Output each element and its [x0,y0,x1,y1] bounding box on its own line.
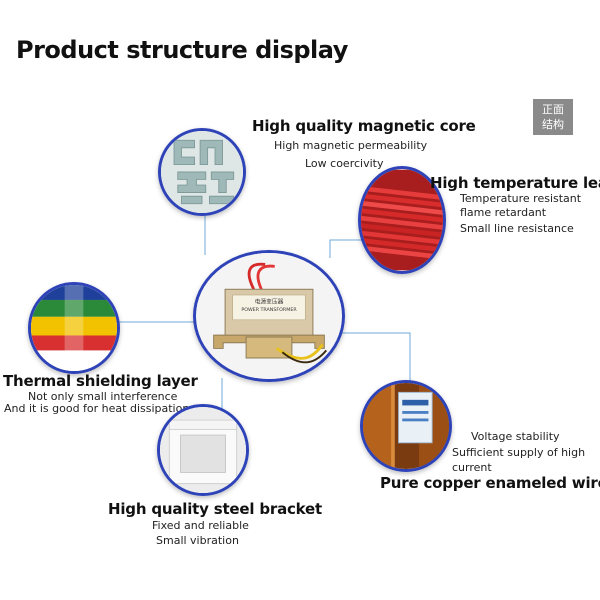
lead-heading: High temperature lead [430,174,600,192]
badge-line-2: 结构 [542,118,564,131]
magnetic-core-image [158,128,246,216]
shield-heading: Thermal shielding layer [3,372,198,390]
transformer-image: 电源变压器 POWER TRANSFORMER [193,250,345,382]
bracket-detail-2: Small vibration [156,534,239,547]
shield-detail-2: And it is good for heat dissipation [4,402,190,415]
transformer-label-cn: 电源变压器 [255,298,284,306]
core-detail-2: Low coercivity [305,157,384,170]
copper-wire-image [360,380,452,472]
badge-line-1: 正面 [542,103,564,116]
view-badge: 正面 结构 [533,99,573,135]
core-heading: High quality magnetic core [252,117,476,135]
wire-detail-2: Sufficient supply of high [452,446,586,459]
steel-bracket-image [157,404,249,496]
bracket-detail-1: Fixed and reliable [152,519,249,532]
transformer-label-en: POWER TRANSFORMER [241,307,297,313]
shielding-tape-image [28,282,120,374]
wire-heading: Pure copper enameled wire [380,474,600,492]
wire-detail-3: current [452,461,492,474]
wire-detail-1: Voltage stability [471,430,560,443]
core-detail-1: High magnetic permeability [274,139,428,152]
shield-detail-1: Not only small interference [28,390,178,403]
lead-wires-image [358,166,446,274]
page-title: Product structure display [16,36,348,64]
lead-detail-3: Small line resistance [460,222,574,235]
bracket-heading: High quality steel bracket [108,500,322,518]
lead-detail-2: flame retardant [460,206,547,219]
lead-detail-1: Temperature resistant [460,192,582,205]
